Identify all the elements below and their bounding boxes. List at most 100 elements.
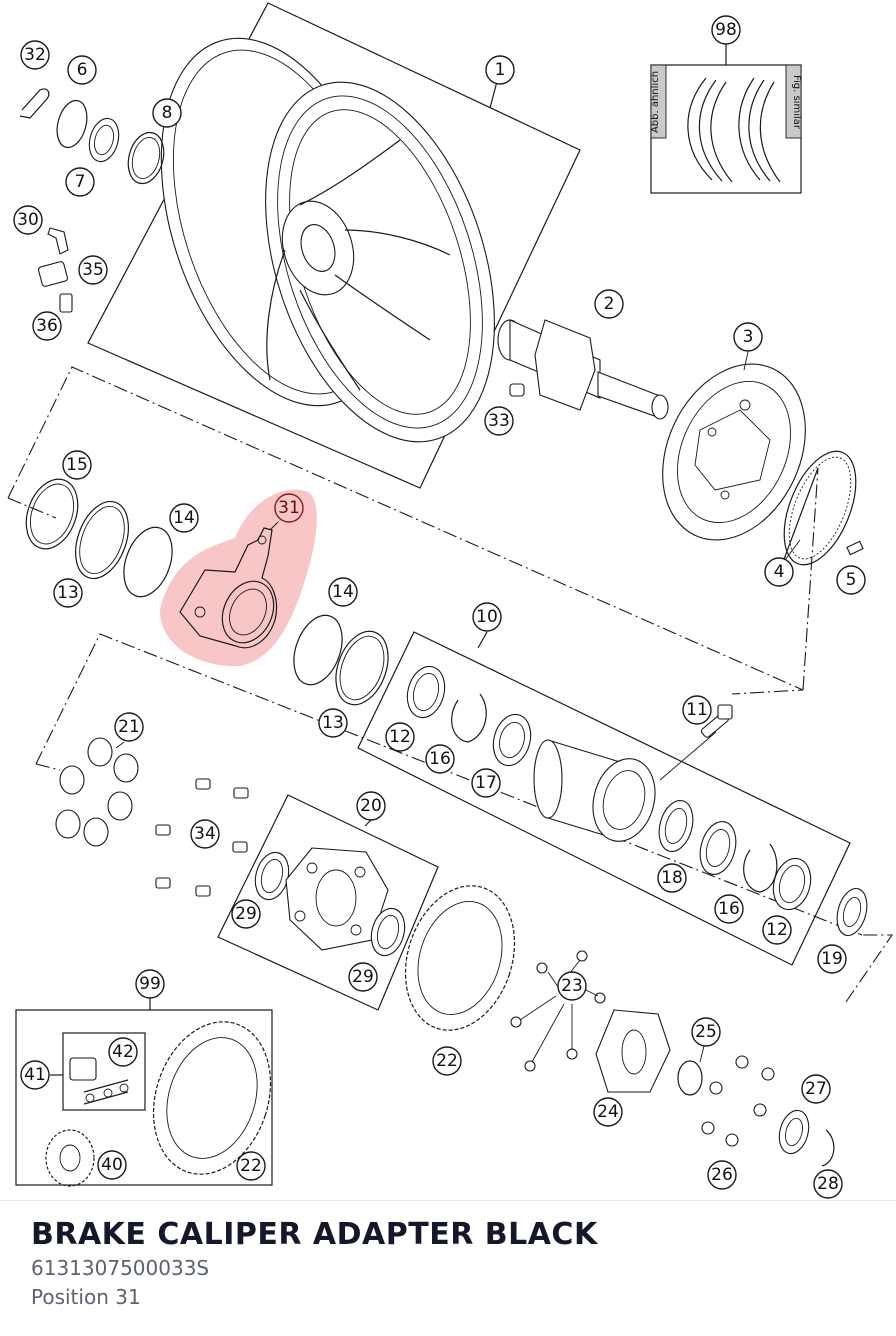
abs-tone-ring [783, 450, 857, 566]
svg-text:7: 7 [75, 172, 86, 192]
rear-axle [497, 319, 669, 420]
svg-text:1: 1 [495, 60, 506, 80]
label-similar-en: Fig. similar [791, 75, 802, 130]
svg-text:6: 6 [77, 60, 88, 80]
svg-text:19: 19 [821, 949, 843, 969]
callout-41: 41 [20, 1060, 50, 1090]
svg-text:40: 40 [101, 1155, 123, 1175]
spring-clip [19, 88, 50, 119]
circlip-top [56, 99, 88, 149]
bearing-18 [658, 799, 694, 853]
seal-12-left [406, 665, 446, 719]
svg-text:4: 4 [774, 562, 785, 582]
svg-text:22: 22 [240, 1156, 262, 1176]
callout-22-center: 22 [432, 1046, 462, 1076]
svg-text:3: 3 [743, 327, 754, 347]
svg-text:29: 29 [352, 967, 374, 987]
callout-14-right: 14 [328, 577, 358, 607]
screws-34 [155, 778, 249, 897]
callout-18: 18 [657, 863, 687, 893]
svg-text:10: 10 [476, 607, 498, 627]
svg-text:13: 13 [57, 583, 79, 603]
brake-disc [662, 363, 806, 541]
carrier-seal-left [254, 851, 290, 901]
disc-bolt [846, 540, 864, 556]
callout-33: 33 [484, 406, 514, 436]
bearing-27 [778, 1109, 810, 1155]
callout-36: 36 [32, 311, 62, 341]
brake-caliper-adapter-highlight[interactable] [160, 489, 317, 667]
circlip-16-right [743, 843, 778, 893]
svg-text:42: 42 [112, 1042, 134, 1062]
bearing-box-frame [357, 631, 851, 966]
ring-14-right [293, 614, 343, 686]
callout-34: 34 [190, 819, 220, 849]
segment-box-frame [650, 42, 802, 194]
rear-wheel-rim [160, 37, 495, 443]
svg-text:5: 5 [846, 570, 857, 590]
callout-11: 11 [682, 695, 712, 725]
ring-13-right [335, 630, 389, 706]
callout-19: 19 [817, 944, 847, 974]
svg-text:33: 33 [488, 411, 510, 431]
nuts-26 [701, 1055, 775, 1147]
drive-flange [595, 1009, 671, 1093]
callout-31[interactable]: 31 [274, 493, 304, 523]
callout-25: 25 [691, 1017, 721, 1047]
svg-text:12: 12 [389, 727, 411, 747]
callout-8: 8 [152, 98, 182, 128]
ring-13-left [75, 500, 129, 580]
callout-30: 30 [13, 205, 43, 235]
callout-7: 7 [65, 167, 95, 197]
svg-text:29: 29 [235, 904, 257, 924]
svg-text:98: 98 [715, 20, 737, 40]
callout-40: 40 [97, 1150, 127, 1180]
callout-22-kit: 22 [236, 1151, 266, 1181]
callout-23: 23 [557, 971, 587, 1001]
callout-1: 1 [485, 55, 515, 85]
chain-kit-sprocket [152, 1021, 272, 1175]
svg-text:2: 2 [604, 294, 615, 314]
svg-text:20: 20 [360, 796, 382, 816]
callout-14-left: 14 [169, 503, 199, 533]
callout-5: 5 [836, 565, 866, 595]
svg-text:8: 8 [162, 103, 173, 123]
svg-text:17: 17 [475, 773, 497, 793]
svg-text:14: 14 [173, 508, 195, 528]
damper-segments [687, 77, 781, 183]
svg-text:15: 15 [66, 455, 88, 475]
callout-4: 4 [764, 557, 794, 587]
svg-text:12: 12 [766, 920, 788, 940]
callout-6: 6 [67, 55, 97, 85]
hub-sleeve [533, 739, 656, 842]
callout-15: 15 [62, 450, 92, 480]
bearing-17 [492, 713, 532, 767]
part-number: 6131307500033S [31, 1256, 210, 1280]
carrier-box-frame [217, 794, 439, 1011]
sprocket-carrier [285, 847, 389, 951]
part-title: BRAKE CALIPER ADAPTER BLACK [31, 1217, 598, 1252]
callout-98: 98 [711, 15, 741, 45]
nuts-23 [510, 950, 606, 1072]
chain-segment [69, 1057, 129, 1105]
svg-text:34: 34 [194, 824, 216, 844]
bearing-18b [699, 821, 737, 875]
callout-21: 21 [114, 712, 144, 742]
callout-12-right: 12 [762, 915, 792, 945]
exploded-parts-diagram: Abb. ähnlich Fig. similar [7, 2, 894, 1199]
callout-28: 28 [813, 1169, 843, 1199]
circlip-28 [821, 1129, 835, 1167]
callout-24: 24 [593, 1097, 623, 1127]
svg-text:31: 31 [278, 498, 300, 518]
svg-text:14: 14 [332, 582, 354, 602]
sensor-holder [37, 261, 69, 287]
seal-12-right [772, 857, 812, 911]
callout-35: 35 [78, 255, 108, 285]
svg-text:16: 16 [718, 899, 740, 919]
svg-text:28: 28 [817, 1174, 839, 1194]
callout-3: 3 [733, 322, 763, 352]
svg-text:11: 11 [686, 700, 708, 720]
ring-15 [25, 478, 79, 550]
sleeve [59, 293, 73, 313]
callout-13-right: 13 [318, 708, 348, 738]
